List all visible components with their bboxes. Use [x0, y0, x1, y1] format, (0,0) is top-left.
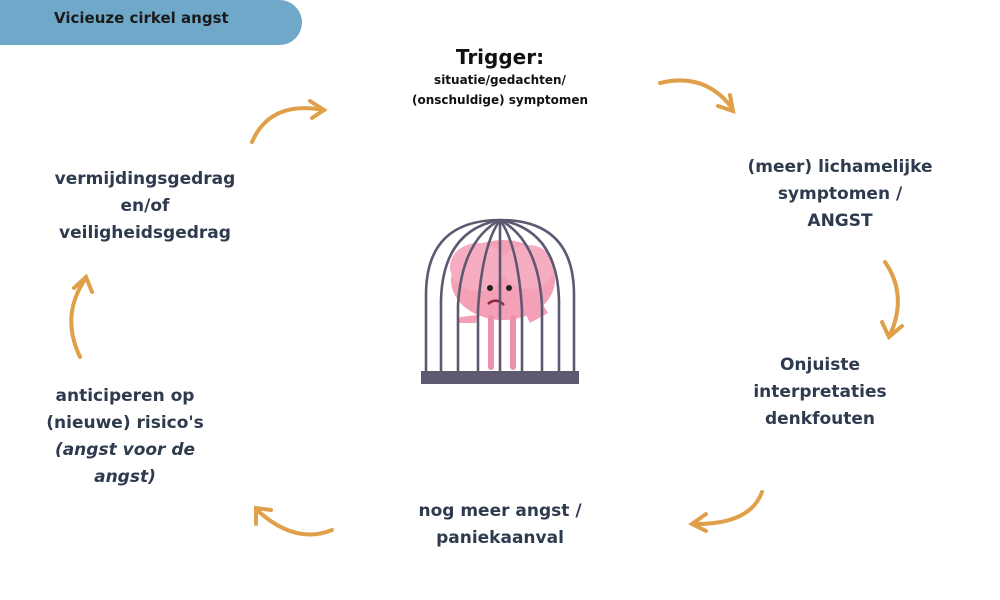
- arrow-icon: [69, 276, 88, 359]
- panic-line: nog meer angst /: [418, 501, 582, 521]
- avoidance-line: veiligheidsgedrag: [59, 223, 231, 243]
- anticipation-line: anticiperen op: [55, 386, 195, 406]
- trigger-title: Trigger:: [455, 45, 545, 69]
- interpretations-line: interpretaties: [753, 382, 887, 402]
- arrowhead-icon: [72, 273, 94, 294]
- arrow-icon: [658, 78, 734, 110]
- brain-in-cage-icon: [421, 218, 579, 384]
- interpretations-line: denkfouten: [764, 409, 876, 429]
- symptoms-line: (meer) lichamelijke: [747, 157, 933, 177]
- trigger-line: (onschuldige) symptomen: [411, 93, 589, 107]
- cage-bars: [424, 218, 576, 375]
- arrow-icon: [255, 508, 334, 537]
- arrowhead-icon: [716, 93, 736, 114]
- arrow-icon: [250, 106, 326, 144]
- node-panic: nog meer angst / paniekaanval: [390, 498, 610, 552]
- arrowhead-icon: [688, 512, 708, 533]
- cage-base: [421, 371, 579, 384]
- node-avoidance: vermijdingsgedrag en/of veiligheidsgedra…: [40, 166, 250, 247]
- node-anticipation: anticiperen op (nieuwe) risico's (angst …: [20, 383, 230, 491]
- avoidance-line: en/of: [120, 196, 170, 216]
- anticipation-italic-line: (angst voor de: [54, 440, 196, 460]
- diagram-title: Vicieuze cirkel angst: [54, 9, 229, 27]
- arrowhead-icon: [254, 505, 273, 526]
- symptoms-line: symptomen /: [777, 184, 903, 204]
- anticipation-italic-line: angst): [94, 467, 156, 487]
- trigger-line: situatie/gedachten/: [434, 73, 566, 87]
- arrow-icon: [883, 260, 900, 337]
- node-interpretations: Onjuiste interpretaties denkfouten: [720, 352, 920, 433]
- node-trigger: Trigger: situatie/gedachten/ (onschuldig…: [370, 44, 630, 110]
- arrowhead-icon: [308, 99, 328, 120]
- title-banner: Vicieuze cirkel angst: [0, 0, 302, 45]
- panic-line: paniekaanval: [436, 528, 564, 548]
- node-symptoms: (meer) lichamelijke symptomen / ANGST: [730, 154, 950, 235]
- interpretations-line: Onjuiste: [779, 355, 861, 375]
- avoidance-line: vermijdingsgedrag: [54, 169, 236, 189]
- arrowhead-icon: [880, 320, 904, 341]
- anticipation-line: (nieuwe) risico's: [46, 413, 204, 433]
- symptoms-line: ANGST: [807, 211, 873, 231]
- arrow-icon: [691, 490, 764, 527]
